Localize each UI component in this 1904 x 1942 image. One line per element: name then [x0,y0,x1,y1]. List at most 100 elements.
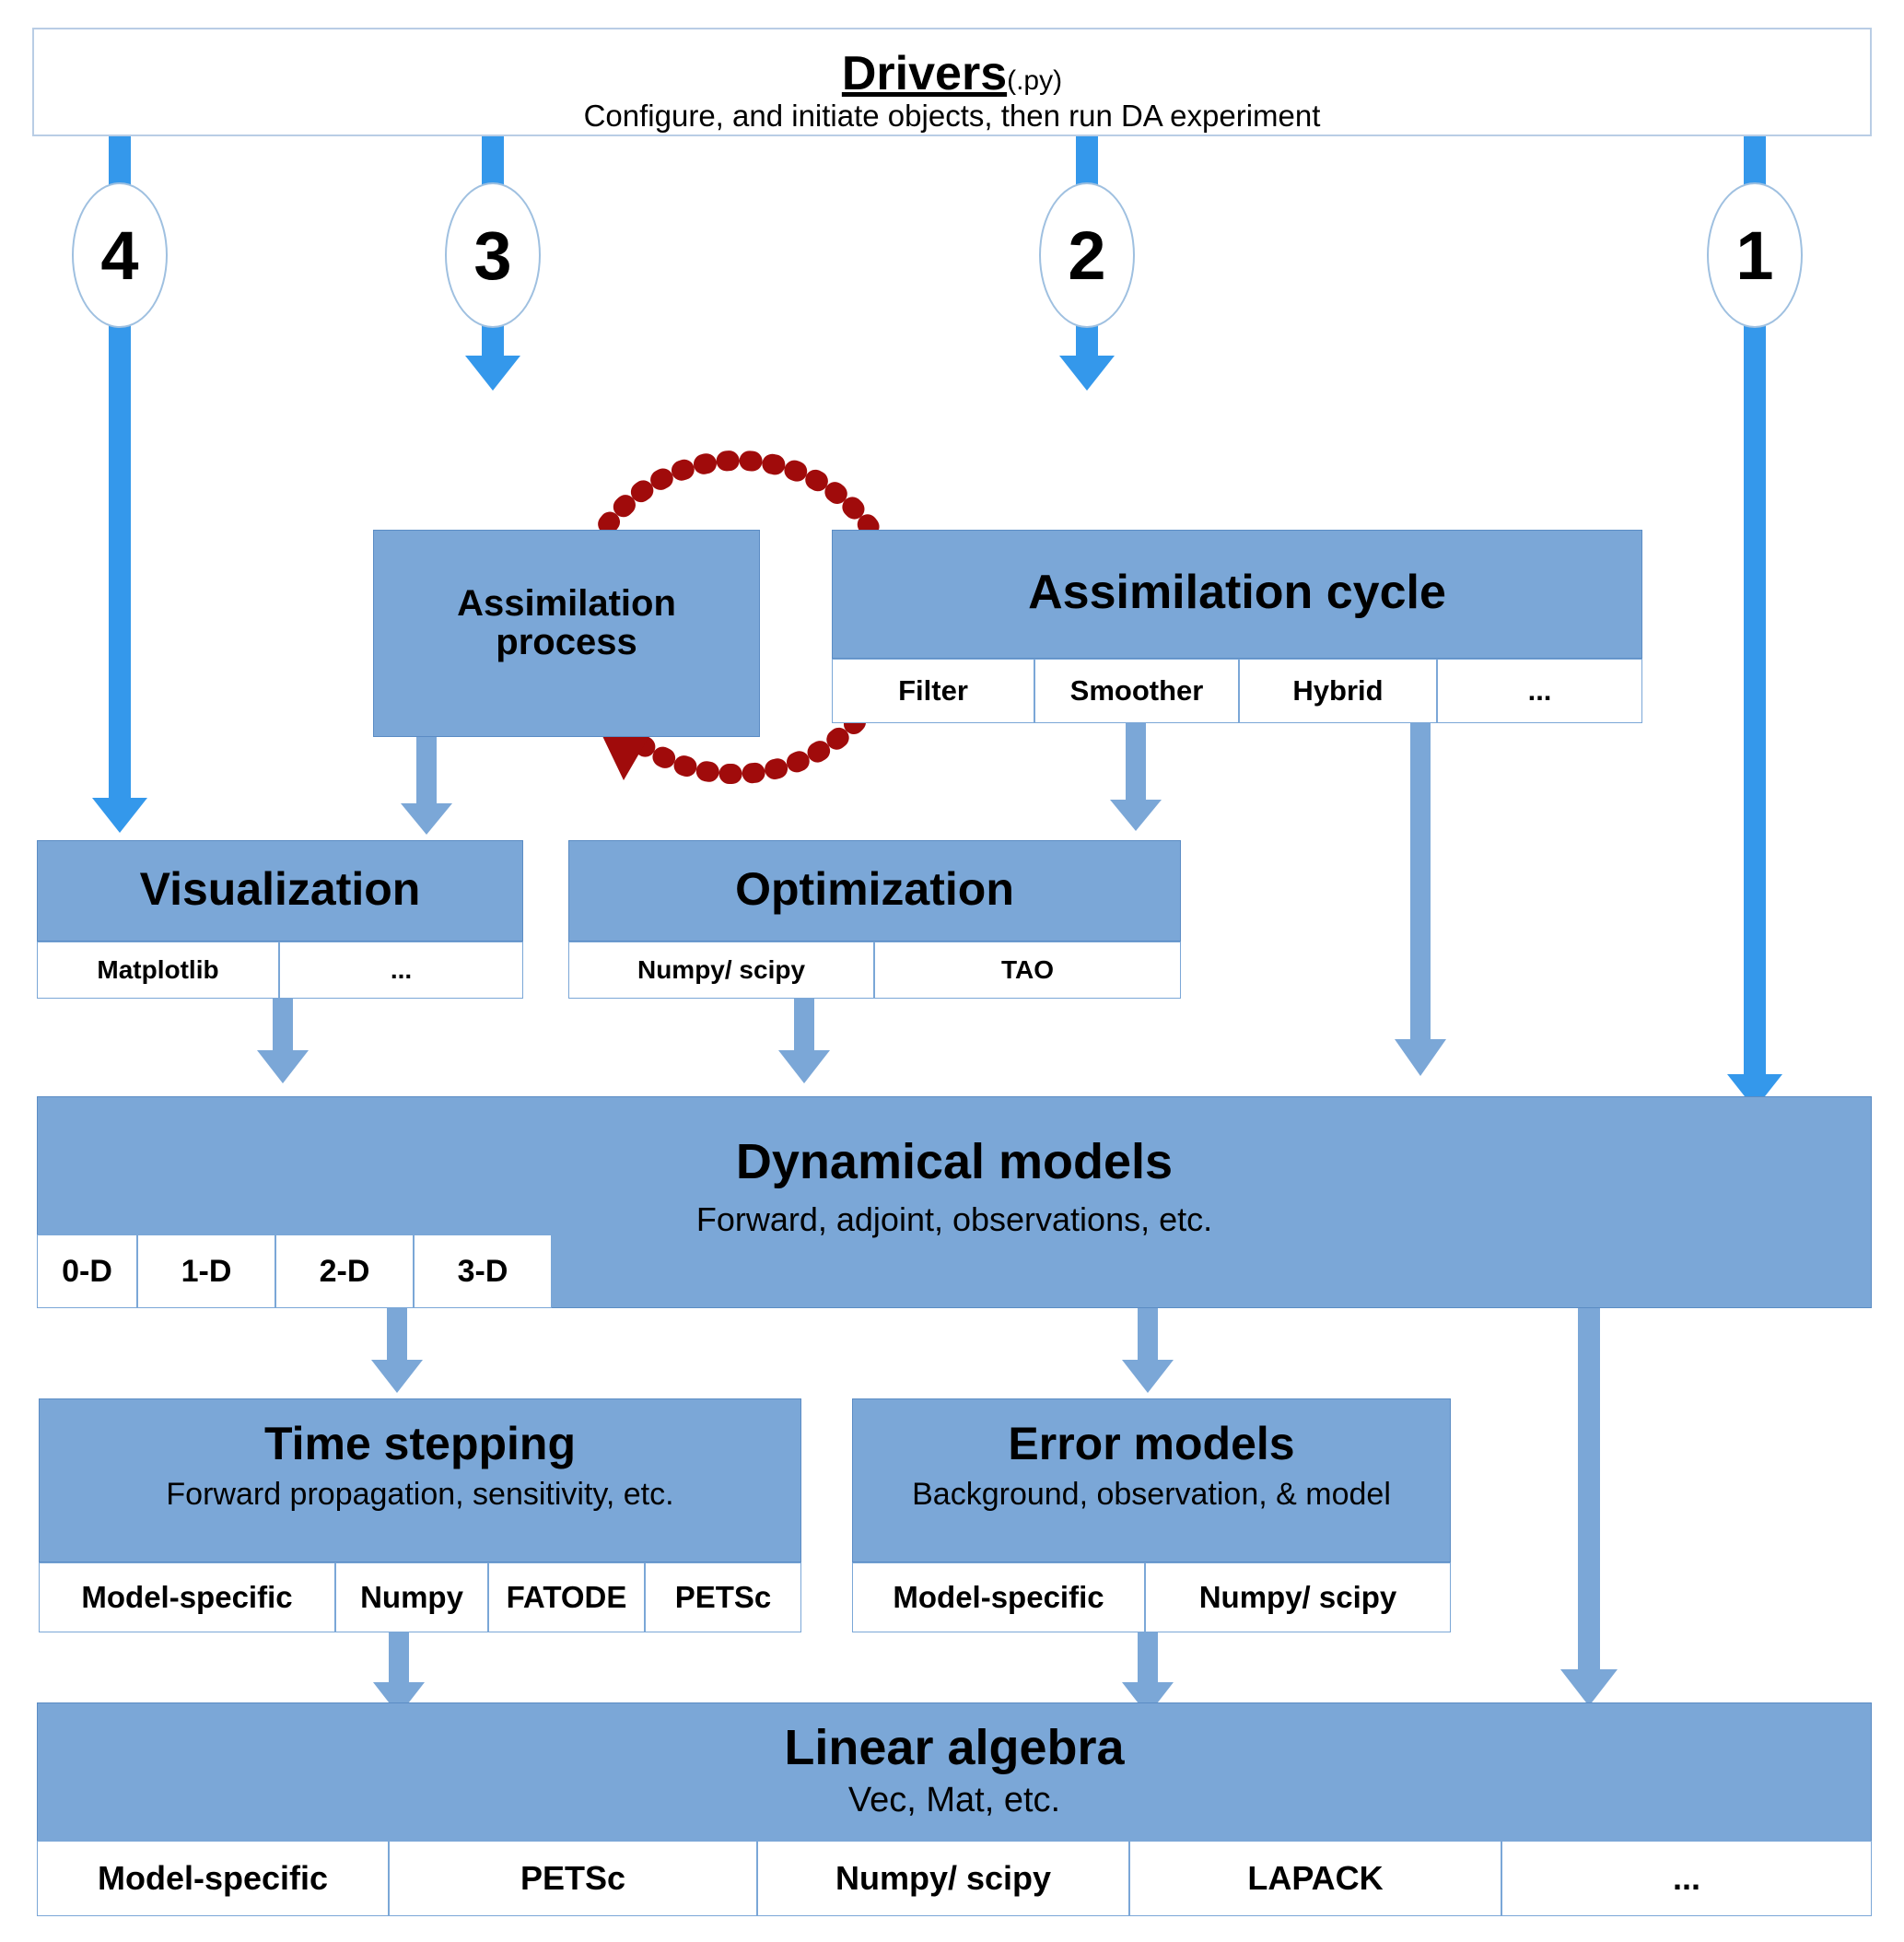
dynamical-models-cell[interactable]: 1-D [137,1234,275,1308]
drivers-extension: (.py) [1007,65,1063,96]
visualization-cell[interactable]: ... [279,942,523,999]
visualization-cell[interactable]: Matplotlib [37,942,279,999]
time-stepping-title: Time stepping [263,1418,576,1469]
time-stepping-box: Time stepping Forward propagation, sensi… [39,1398,801,1562]
time-stepping-cell-label: Numpy [360,1580,463,1614]
page-title: Drivers [841,47,1008,100]
dynamical-models-cell[interactable]: 0-D [37,1234,137,1308]
error-models-cell[interactable]: Model-specific [852,1562,1145,1632]
optimization-to-dynamical-shaft [794,999,814,1056]
error-models-cell-label: Numpy/ scipy [1198,1580,1397,1614]
linear-algebra-cell[interactable]: Model-specific [37,1841,389,1916]
visualization-box: Visualization [37,840,523,942]
optimization-cell[interactable]: Numpy/ scipy [568,942,874,999]
visualization-cell-label: ... [390,955,413,984]
process-to-visualization-shaft [416,737,437,811]
assimilation-cycle-cell[interactable]: Smoother [1034,659,1239,723]
time-stepping-cell-label: PETSc [674,1580,772,1614]
linear-algebra-cell[interactable]: PETSc [389,1841,757,1916]
step-marker-4: 4 [72,182,168,328]
driver-arrow-4-head [92,798,147,833]
dynamical-to-linear-algebra-head [1560,1669,1618,1706]
dynamical-models-title: Dynamical models [735,1134,1174,1189]
error-models-box: Error models Background, observation, & … [852,1398,1451,1562]
error-models-cell[interactable]: Numpy/ scipy [1145,1562,1451,1632]
dynamical-models-cell[interactable]: 3-D [414,1234,552,1308]
linear-algebra-cell-label: PETSc [520,1859,626,1897]
optimization-to-dynamical-head [778,1050,830,1083]
dynamical-models-cell-label: 1-D [181,1253,232,1289]
assimilation-cycle-cell-label: ... [1527,674,1552,707]
dynamical-models-subtitle: Forward, adjoint, observations, etc. [695,1199,1213,1238]
error-models-title: Error models [1008,1418,1295,1469]
dynamical-models-cell[interactable]: 2-D [275,1234,414,1308]
time-stepping-cell-label: Model-specific [81,1580,293,1614]
step-marker-2-label: 2 [1068,216,1106,294]
cycle-to-dynamical-models-shaft [1410,723,1431,1046]
assimilation-process-title-line1: Assimilation [457,583,676,624]
dynamical-models-cell-label: 0-D [62,1253,112,1289]
optimization-cell-label: Numpy/ scipy [637,955,806,984]
assimilation-process-title: Assimilation process [374,584,759,661]
step-marker-2: 2 [1039,182,1135,328]
visualization-to-dynamical-head [257,1050,309,1083]
time-stepping-cell[interactable]: FATODE [488,1562,645,1632]
linear-algebra-box: Linear algebra Vec, Mat, etc. [37,1702,1872,1843]
visualization-to-dynamical-shaft [273,999,293,1056]
drivers-subtitle: Configure, and initiate objects, then ru… [583,99,1321,133]
linear-algebra-cell-label: ... [1672,1859,1700,1897]
assimilation-cycle-cell-label: Hybrid [1292,674,1384,707]
assimilation-cycle-cell-label: Smoother [1069,674,1204,707]
driver-arrow-2-head [1059,356,1115,391]
dynamical-models-cell-label: 2-D [319,1253,370,1289]
dynamical-to-error-models-head [1122,1360,1174,1393]
process-to-visualization-head [401,803,452,835]
linear-algebra-cell[interactable]: LAPACK [1129,1841,1501,1916]
time-stepping-to-linear-algebra-shaft [389,1632,409,1688]
assimilation-cycle-cell[interactable]: Hybrid [1239,659,1437,723]
linear-algebra-cell-label: Numpy/ scipy [835,1859,1052,1897]
assimilation-process-box: Assimilation process [373,530,760,737]
error-models-cell-label: Model-specific [893,1580,1104,1614]
cycle-to-optimization-head [1110,800,1162,831]
drivers-title: Drivers(.py) [34,46,1870,101]
time-stepping-cell[interactable]: Model-specific [39,1562,335,1632]
linear-algebra-subtitle: Vec, Mat, etc. [847,1780,1061,1819]
assimilation-cycle-cell[interactable]: ... [1437,659,1642,723]
assimilation-cycle-cell-label: Filter [898,674,968,707]
assimilation-process-title-line2: process [496,622,637,662]
optimization-cell-label: TAO [1000,955,1055,984]
optimization-box: Optimization [568,840,1181,942]
drivers-box: Drivers(.py) Configure, and initiate obj… [32,28,1872,136]
dynamical-to-linear-algebra-shaft [1578,1308,1600,1677]
time-stepping-cell[interactable]: PETSc [645,1562,801,1632]
dynamical-to-error-models-shaft [1138,1308,1158,1365]
cycle-to-dynamical-models-head [1395,1039,1446,1076]
time-stepping-subtitle: Forward propagation, sensitivity, etc. [166,1476,674,1512]
time-stepping-cell[interactable]: Numpy [335,1562,488,1632]
visualization-title: Visualization [139,863,421,915]
driver-arrow-3-head [465,356,520,391]
dynamical-models-cell-label: 3-D [457,1253,508,1289]
assimilation-cycle-title: Assimilation cycle [1028,566,1446,619]
step-marker-4-label: 4 [100,216,139,294]
linear-algebra-cell-label: Model-specific [97,1859,329,1897]
step-marker-3-label: 3 [473,216,512,294]
linear-algebra-cell[interactable]: Numpy/ scipy [757,1841,1129,1916]
dynamical-to-time-stepping-head [371,1360,423,1393]
step-marker-1: 1 [1707,182,1803,328]
optimization-cell[interactable]: TAO [874,942,1181,999]
assimilation-cycle-cell[interactable]: Filter [832,659,1034,723]
dynamical-to-time-stepping-shaft [387,1308,407,1365]
step-marker-3: 3 [445,182,541,328]
optimization-title: Optimization [735,863,1014,915]
linear-algebra-cell-label: LAPACK [1247,1859,1384,1897]
error-models-subtitle: Background, observation, & model [912,1476,1391,1512]
linear-algebra-title: Linear algebra [784,1720,1125,1775]
visualization-cell-label: Matplotlib [97,955,219,984]
step-marker-1-label: 1 [1735,216,1774,294]
cycle-to-optimization-shaft [1126,723,1146,806]
linear-algebra-cell[interactable]: ... [1501,1841,1872,1916]
error-models-to-linear-algebra-shaft [1138,1632,1158,1688]
